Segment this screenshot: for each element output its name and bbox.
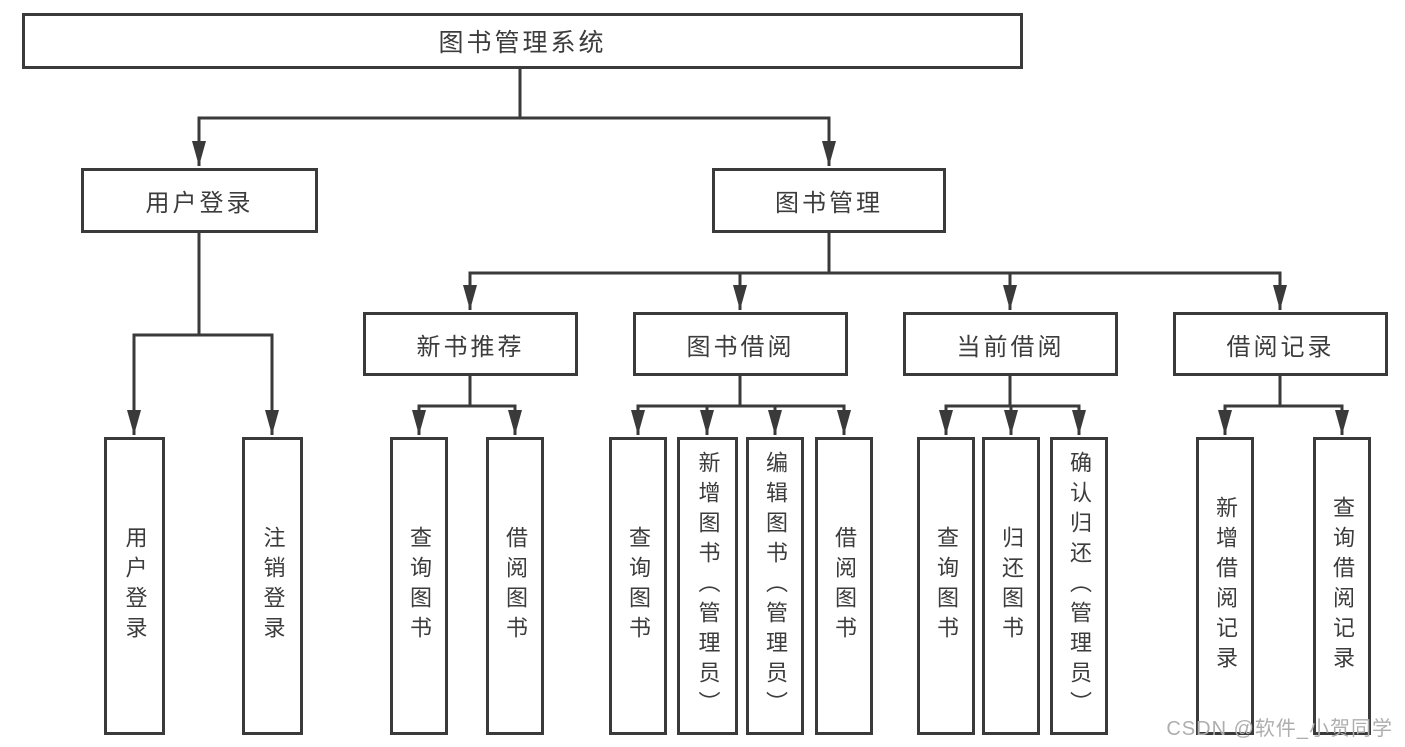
leaf-confirm-return-admin-label: 确认归还（管理员）	[1067, 451, 1092, 721]
leaf-query-books-2-label: 查询图书	[626, 526, 651, 646]
node-borrowing-records: 借阅记录	[1173, 312, 1388, 376]
leaf-query-books-3: 查询图书	[917, 437, 975, 735]
node-user-login-label: 用户登录	[145, 190, 254, 217]
node-root: 图书管理系统	[22, 13, 1023, 69]
leaf-query-borrow-record: 查询借阅记录	[1313, 437, 1371, 735]
watermark-text: CSDN @软件_小贺同学	[1166, 718, 1393, 740]
leaf-logout: 注销登录	[242, 437, 303, 735]
node-current-borrowing-label: 当前借阅	[956, 333, 1065, 361]
leaf-query-books-1: 查询图书	[390, 437, 448, 735]
node-book-borrowing: 图书借阅	[633, 312, 848, 376]
node-current-borrowing: 当前借阅	[903, 312, 1118, 376]
node-book-borrowing-label: 图书借阅	[686, 333, 795, 361]
node-book-management-label: 图书管理	[775, 190, 883, 217]
leaf-edit-book-admin: 编辑图书（管理员）	[746, 437, 804, 735]
node-book-management: 图书管理	[712, 168, 946, 233]
leaf-edit-book-admin-label: 编辑图书（管理员）	[763, 451, 788, 721]
leaf-borrow-books-2-label: 借阅图书	[832, 526, 857, 646]
leaf-query-books-2: 查询图书	[609, 437, 667, 735]
leaf-confirm-return-admin: 确认归还（管理员）	[1050, 437, 1108, 735]
leaf-add-book-admin: 新增图书（管理员）	[677, 437, 738, 735]
leaf-add-borrow-record: 新增借阅记录	[1196, 437, 1254, 735]
leaf-user-login-label: 用户登录	[122, 526, 148, 646]
leaf-query-books-3-label: 查询图书	[934, 526, 959, 646]
leaf-add-borrow-record-label: 新增借阅记录	[1213, 496, 1238, 676]
leaf-borrow-books-1: 借阅图书	[486, 437, 544, 735]
node-borrowing-records-label: 借阅记录	[1226, 333, 1335, 361]
leaf-borrow-books-2: 借阅图书	[815, 437, 873, 735]
node-user-login: 用户登录	[81, 168, 318, 233]
leaf-query-books-1-label: 查询图书	[407, 526, 432, 646]
leaf-return-books-label: 归还图书	[999, 526, 1024, 646]
node-new-book-recommend-label: 新书推荐	[416, 333, 525, 361]
leaf-query-borrow-record-label: 查询借阅记录	[1330, 496, 1355, 676]
node-new-book-recommend: 新书推荐	[363, 312, 578, 376]
leaf-logout-label: 注销登录	[260, 526, 286, 646]
leaf-user-login: 用户登录	[104, 437, 165, 735]
leaf-return-books: 归还图书	[982, 437, 1040, 735]
node-root-label: 图书管理系统	[438, 29, 607, 57]
leaf-add-book-admin-label: 新增图书（管理员）	[695, 451, 721, 721]
leaf-borrow-books-1-label: 借阅图书	[503, 526, 528, 646]
